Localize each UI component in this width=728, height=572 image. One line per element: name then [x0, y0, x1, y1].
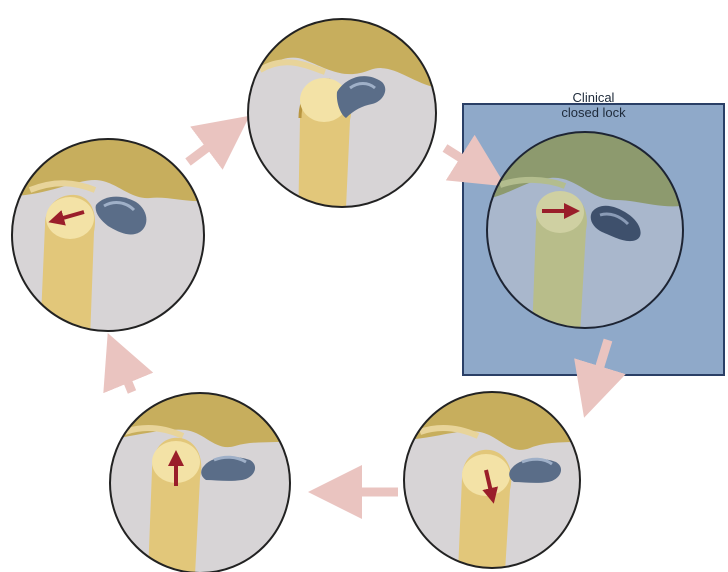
closed-lock-label: Clinical closed lock [462, 90, 725, 120]
stage-top [240, 10, 450, 230]
flow-arrow-left-to-top [188, 132, 228, 162]
stage-bottom-right [400, 390, 590, 572]
flow-arrow-top-to-right [445, 148, 483, 172]
closed-lock-label-line1: Clinical [462, 90, 725, 105]
stage-bottom-left [105, 390, 295, 572]
flow-arrow-right-to-bottom [592, 340, 608, 392]
stage-left [10, 135, 210, 340]
flow-arrow-bottom-left-to-left [118, 358, 132, 392]
stage-right-locked [480, 125, 690, 335]
closed-lock-label-line2: closed lock [462, 105, 725, 120]
